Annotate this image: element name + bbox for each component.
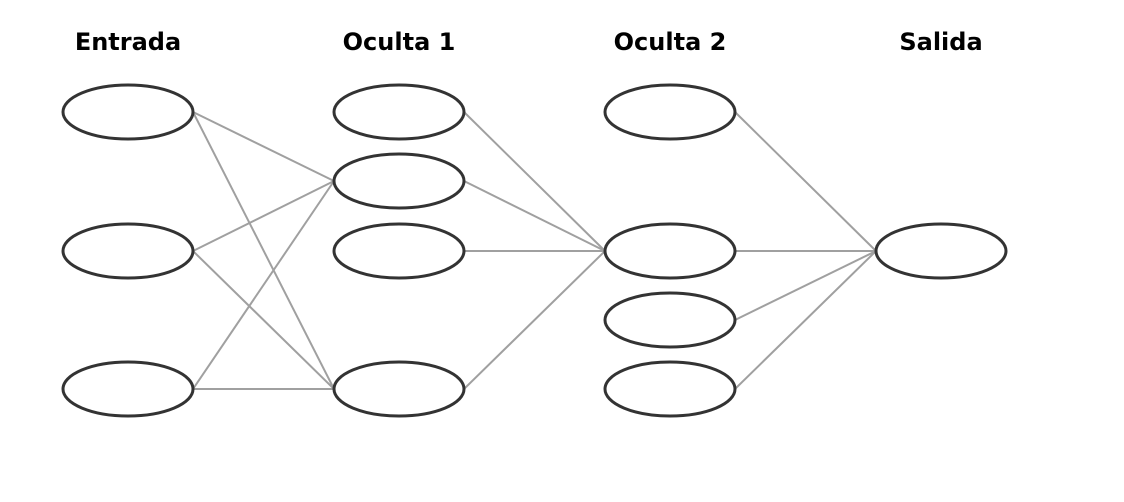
- node-h1a: [332, 83, 466, 141]
- edge-in0-h1d: [192, 111, 335, 390]
- node-in1: [61, 222, 195, 280]
- edge-h1d-h2b: [463, 250, 606, 390]
- edge-in1-h1d: [192, 250, 335, 390]
- node-in2: [61, 360, 195, 418]
- node-h1d: [332, 360, 466, 418]
- edge-in0-h1b: [192, 111, 335, 182]
- node-h2b: [603, 222, 737, 280]
- layer-title-h2: Oculta 2: [614, 28, 727, 56]
- layer-title-in: Entrada: [75, 28, 181, 56]
- edge-h2c-o0: [734, 250, 877, 321]
- edge-h1b-h2b: [463, 180, 606, 252]
- edge-h2a-o0: [734, 111, 877, 252]
- node-h2a: [603, 83, 737, 141]
- edge-in1-h1b: [192, 180, 335, 252]
- edge-h2d-o0: [734, 250, 877, 390]
- node-h2c: [603, 291, 737, 349]
- node-h1b: [332, 152, 466, 210]
- node-h2d: [603, 360, 737, 418]
- node-o0: [874, 222, 1008, 280]
- edge-in2-h1b: [192, 180, 335, 390]
- layer-title-out: Salida: [899, 28, 982, 56]
- node-in0: [61, 83, 195, 141]
- edge-h1a-h2b: [463, 111, 606, 252]
- node-h1c: [332, 222, 466, 280]
- layer-title-h1: Oculta 1: [343, 28, 456, 56]
